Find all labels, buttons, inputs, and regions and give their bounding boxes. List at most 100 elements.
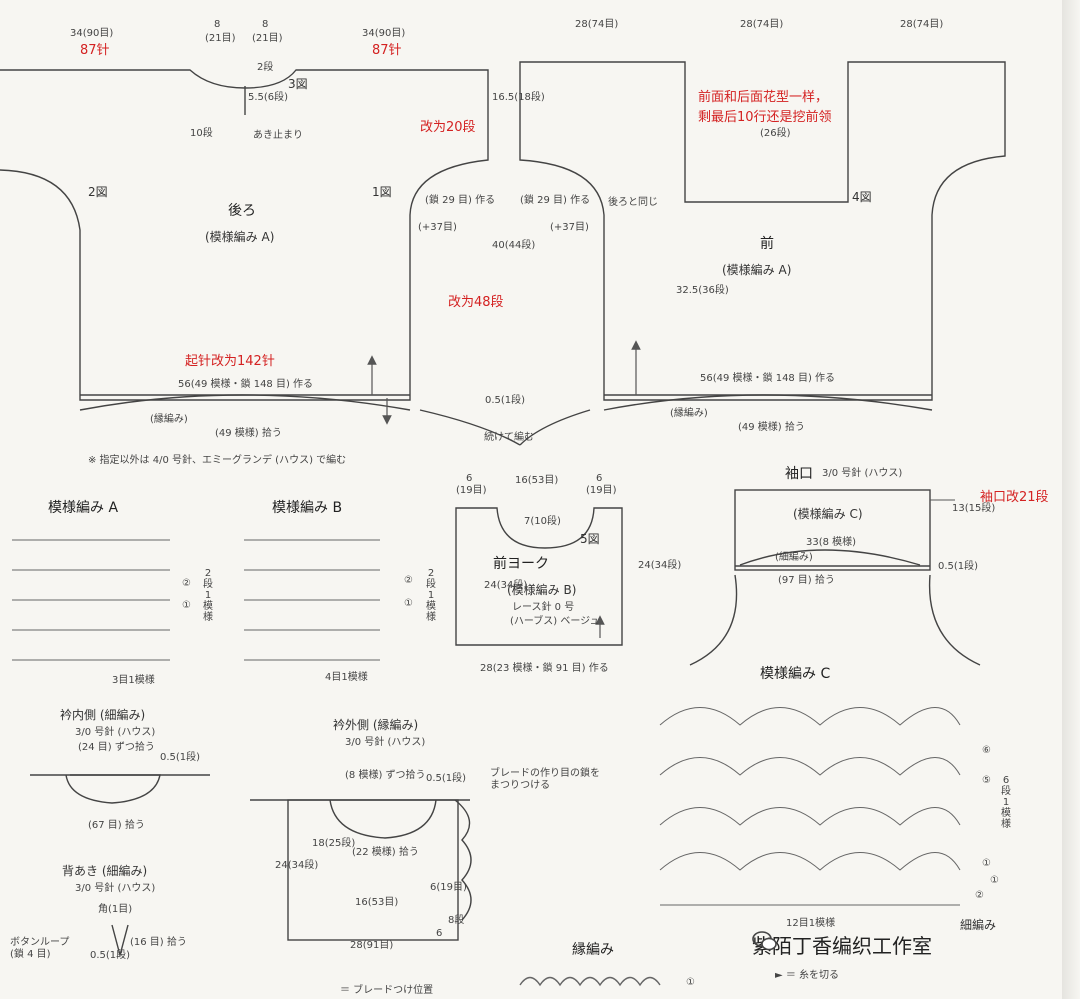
back-pattern: (模様編み A) [205,230,275,244]
back-armhole-chain: (鎖 29 目) 作る [425,195,496,206]
collar-outer-mid: (22 模様) 拾う [352,847,419,858]
yoke-outline [455,507,623,646]
front-red-note-2: 剩最后10行还是挖前领 [698,110,832,125]
back-neck-depth: 2段 [257,62,274,73]
cuff-inner: 33(8 模様) [806,537,857,548]
legend-braid: ＝ ブレードつけ位置 [340,985,434,996]
collar-outer-braid: ブレードの作り目の鎖を まつりつける [490,768,600,791]
watermark: 紫陌丁香编织工作室 [752,930,932,959]
front-same: 後ろと同じ [608,197,658,208]
pattern-c-row5: ⑤ [982,775,991,786]
continue-knit: 続けて編む [484,432,534,443]
collar-outer-side3: 8段 [448,915,465,926]
front-red-note-1: 前面和后面花型一样， [698,90,829,105]
back-top-left-width: 34(90目) [70,28,114,39]
back-red-cast-on: 起针改为142针 [185,354,275,369]
yoke-height-left: 24(34段) [484,580,528,591]
back-slit-end: あき止まり [253,130,303,141]
fig-4: 4図 [852,190,872,204]
pattern-c-row0: ① [990,875,999,886]
pattern-b-repeat: 4目1模様 [325,672,368,683]
yoke-yarn: (ハーブス) ベージュ [510,616,600,627]
wechat-icon [752,931,777,951]
back-title: 後ろ [228,203,256,219]
back-neck-width-2: 8 [262,19,269,30]
back-open-pick: (16 目) 拾う [130,937,187,948]
front-bottom-width: 56(49 模様・鎖 148 目) 作る [700,373,836,384]
front-top-width-3: 28(74目) [900,19,944,30]
pattern-a-title: 模様編み A [48,500,119,516]
back-plus37: (+37目) [418,222,457,233]
pattern-c-row6: ⑥ [982,745,991,756]
yoke-pattern: (模様編み B) [507,583,577,597]
back-open-corner: 角(1目) [98,904,133,915]
pattern-c-sc: 細編み [960,918,997,932]
back-top-right-width: 34(90目) [362,28,406,39]
collar-outer-side2: 6 [436,928,443,939]
pattern-c-row1: ① [982,858,991,869]
collar-outer-inner-height: 18(25段) [312,838,356,849]
back-piece-outline [0,69,489,401]
back-pickup: (49 模様) 拾う [215,428,282,439]
yoke-width-mid: 16(53目) [515,475,559,486]
cuff-red: 袖口改21段 [980,490,1049,505]
yoke-needle: レース針 0 号 [512,602,575,613]
front-pickup: (49 模様) 拾う [738,422,805,433]
pattern-c-rows: 6段1模様 [1001,775,1011,830]
back-open-loop: ボタンループ (鎖 4 目) [10,937,70,960]
cuff-pattern: (模様編み C) [793,507,863,521]
edge-height: 0.5(1段) [485,395,526,406]
front-top-width-1: 28(74目) [575,19,619,30]
back-shoulder-height: 16.5(18段) [492,92,545,103]
pattern-b-row2: ② [404,575,413,586]
fig-3: 3図 [288,77,308,91]
general-note: ※ 指定以外は 4/0 号針、エミーグランデ (ハウス) で編む [88,455,347,466]
front-body-height: 32.5(36段) [676,285,729,296]
yoke-width-left: 6 [466,473,473,484]
fig-5: 5図 [580,532,600,546]
page-gutter [1062,0,1080,999]
cuff-edge-height: 0.5(1段) [938,561,979,572]
back-neck-width-1b: (21目) [205,33,236,44]
front-plus37: (+37目) [550,222,589,233]
collar-inner-needle: 3/0 号針 (ハウス) [75,727,156,738]
yoke-width-right: 6 [596,473,603,484]
back-open-title: 背あき (細編み) [62,864,148,878]
back-top-right-red: 87针 [372,43,402,58]
collar-inner-pick: (24 目) ずつ拾う [78,742,155,753]
yoke-neck-height: 7(10段) [524,516,561,527]
collar-inner-title: 衿内側 (細編み) [60,708,146,722]
pattern-a-repeat: 3目1模様 [112,675,155,686]
pattern-b-title: 模様編み B [272,500,343,516]
front-top-width-2: 28(74目) [740,19,784,30]
edging-title: 縁編み [572,942,614,958]
back-red-rows-20: 改为20段 [420,120,476,135]
pattern-b-rows: 2段1模様 [426,568,436,623]
fig-2: 2図 [88,185,108,199]
pattern-a-rows: 2段1模様 [203,568,213,623]
back-top-left-red: 87针 [80,43,110,58]
collar-outer-pick: (8 模様) ずつ拾う [345,770,426,781]
cuff-title: 袖口 [785,466,813,482]
yoke-height-right: 24(34段) [638,560,682,571]
front-piece-outline [519,61,1006,401]
yoke-bottom: 28(23 模様・鎖 91 目) 作る [480,663,609,674]
yoke-width-left-b: (19目) [456,485,487,496]
cuff-height: 13(15段) [952,503,996,514]
back-ten-rows: 10段 [190,128,213,139]
collar-outer-title: 衿外側 (縁編み) [333,718,419,732]
back-slit-height: 5.5(6段) [248,92,289,103]
collar-outer-needle: 3/0 号針 (ハウス) [345,737,426,748]
front-title: 前 [760,236,774,252]
pattern-c-row2: ② [975,890,984,901]
cuff-outline [734,489,931,571]
pattern-c-title: 模様編み C [760,666,831,682]
collar-inner-height: 0.5(1段) [160,752,201,763]
collar-inner-outline [65,774,161,804]
back-open-needle: 3/0 号針 (ハウス) [75,883,156,894]
watermark-text: 紫陌丁香编织工作室 [752,934,932,958]
collar-inner-total: (67 目) 拾う [88,820,145,831]
yoke-title: 前ヨーク [493,556,549,572]
pattern-b-row1: ① [404,598,413,609]
